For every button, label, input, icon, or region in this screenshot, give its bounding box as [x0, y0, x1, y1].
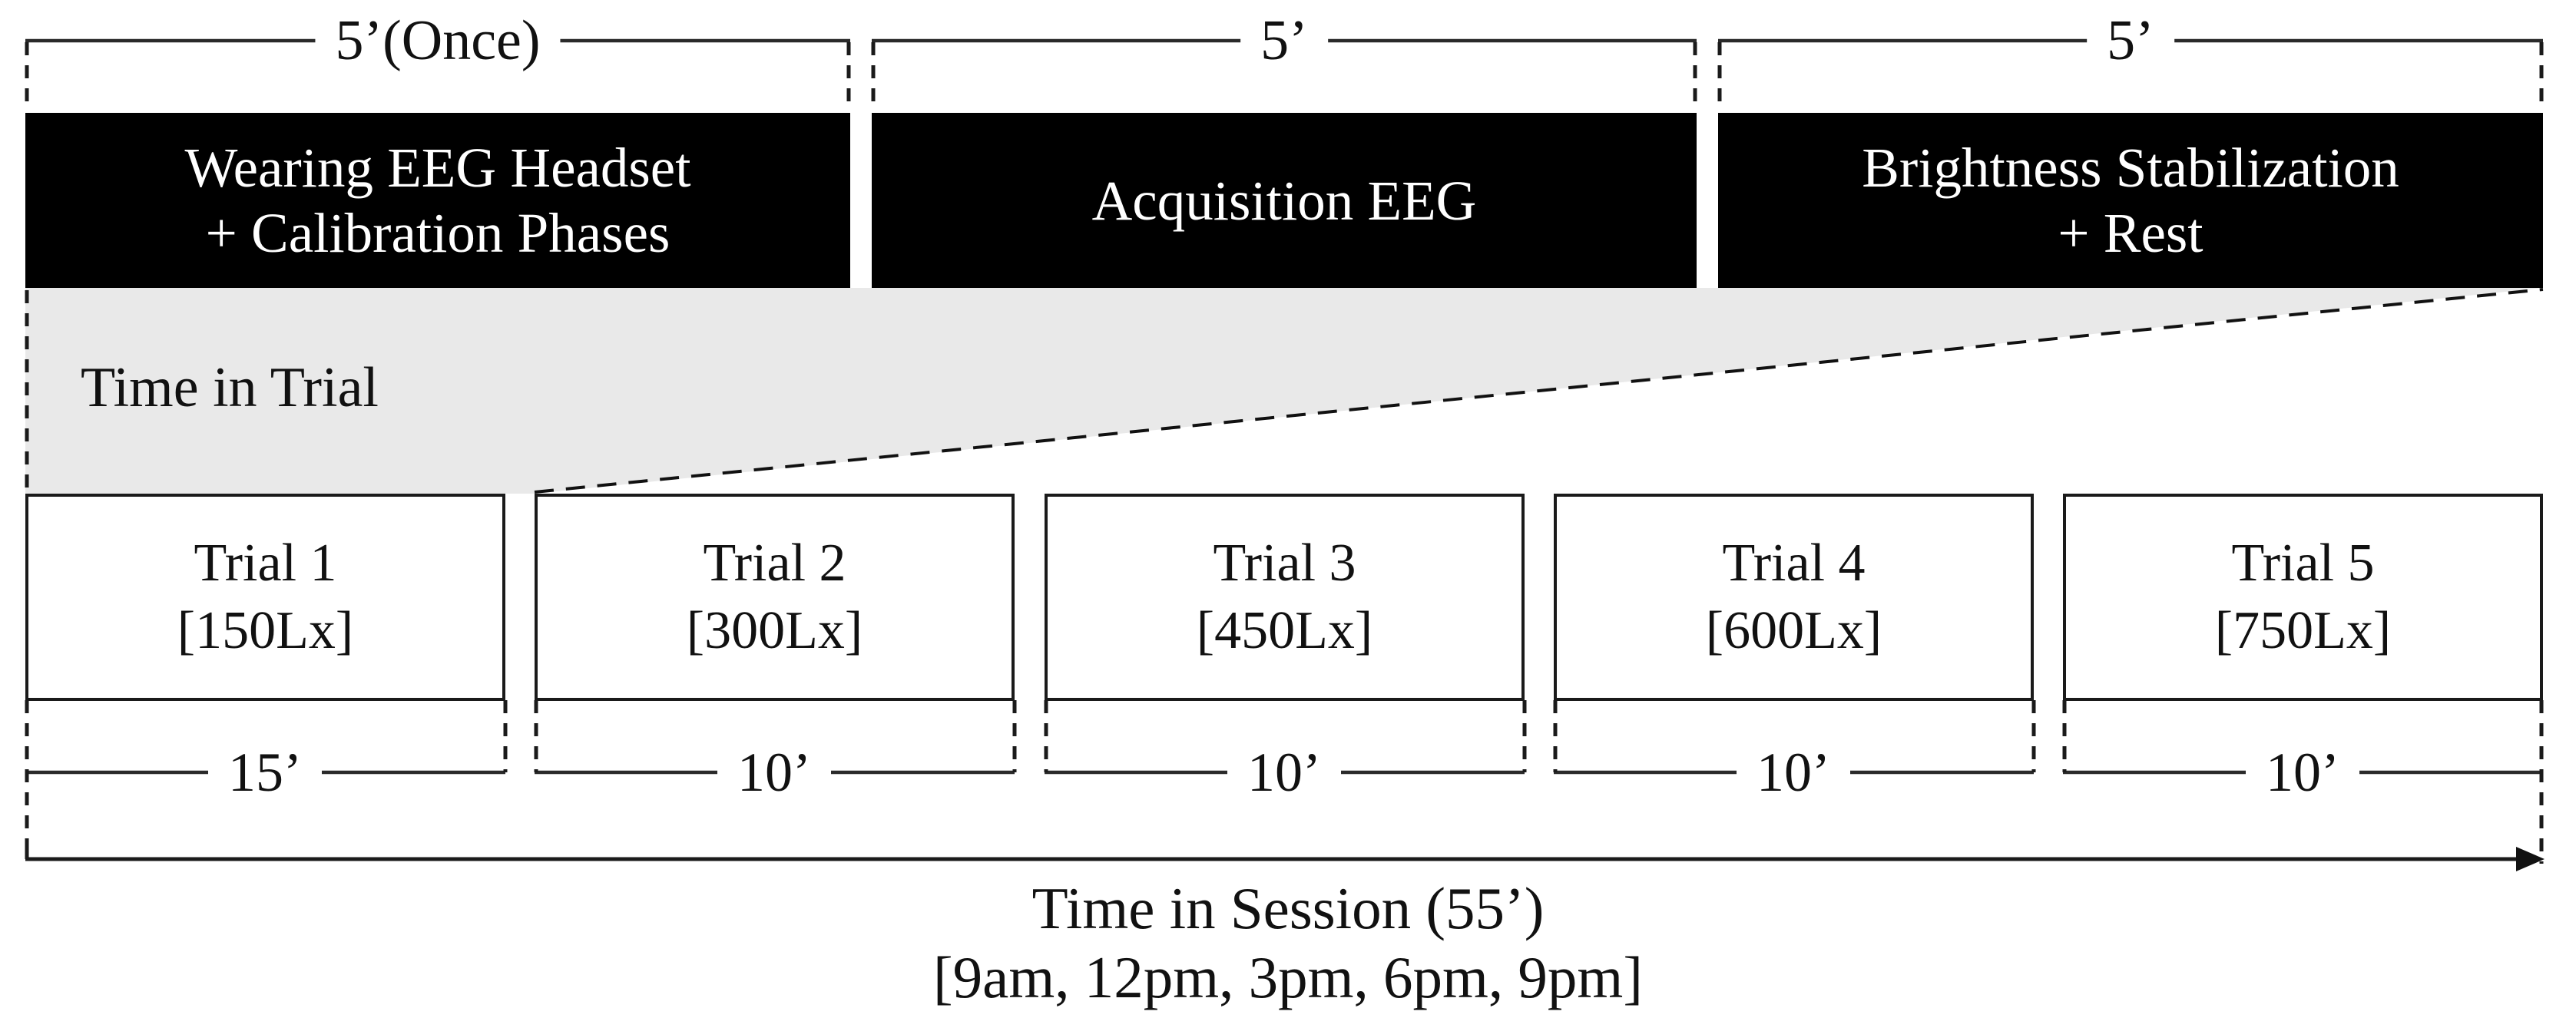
session-axis-arrowhead	[2516, 847, 2545, 871]
trial-box-4: Trial 4 [600Lx]	[1554, 494, 2034, 701]
trial-name: Trial 3	[1213, 534, 1356, 593]
trial-lux: [450Lx]	[1196, 601, 1373, 660]
phase1-duration-label: 5’(Once)	[315, 5, 561, 76]
phase-box-brightness-rest: Brightness Stabilization + Rest	[1718, 113, 2543, 288]
trial-name: Trial 5	[2231, 534, 2375, 593]
trial-lux: [750Lx]	[2214, 601, 2392, 660]
phase-label-line: Wearing EEG Headset	[184, 137, 691, 199]
trial-name: Trial 1	[194, 534, 337, 593]
phase-box-acquisition-eeg: Acquisition EEG	[872, 113, 1697, 288]
phase2-duration-label: 5’	[1240, 5, 1328, 76]
trial3-duration-label: 10’	[1227, 737, 1341, 808]
trial-lux: [150Lx]	[177, 601, 354, 660]
phase-label-line: Acquisition EEG	[1091, 169, 1477, 232]
trial-name: Trial 2	[703, 534, 846, 593]
phase-box-wearing-calibration: Wearing EEG Headset + Calibration Phases	[25, 113, 850, 288]
trial4-duration-label: 10’	[1737, 737, 1850, 808]
trial-box-3: Trial 3 [450Lx]	[1045, 494, 1525, 701]
trial2-duration-label: 10’	[717, 737, 831, 808]
time-in-trial-label: Time in Trial	[81, 356, 379, 419]
trial-box-2: Trial 2 [300Lx]	[535, 494, 1015, 701]
trial-box-5: Trial 5 [750Lx]	[2063, 494, 2543, 701]
zoom-band-shape	[25, 288, 2543, 494]
session-axis-label: Time in Session (55’)	[1031, 875, 1545, 941]
phase-label-line: Brightness Stabilization	[1862, 137, 2399, 199]
trial-box-1: Trial 1 [150Lx]	[25, 494, 505, 701]
session-times-label: [9am, 12pm, 3pm, 6pm, 9pm]	[933, 944, 1643, 1010]
zoom-diagonal-dashed-line	[534, 288, 2544, 494]
trial-lux: [600Lx]	[1705, 601, 1882, 660]
trial5-duration-label: 10’	[2246, 737, 2359, 808]
trial1-duration-label: 15’	[208, 737, 322, 808]
phase3-duration-label: 5’	[2087, 5, 2174, 76]
trial-lux: [300Lx]	[686, 601, 863, 660]
phase-label-line: + Calibration Phases	[205, 202, 670, 264]
trial-name: Trial 4	[1722, 534, 1866, 593]
phase-label-line: + Rest	[2058, 202, 2204, 264]
